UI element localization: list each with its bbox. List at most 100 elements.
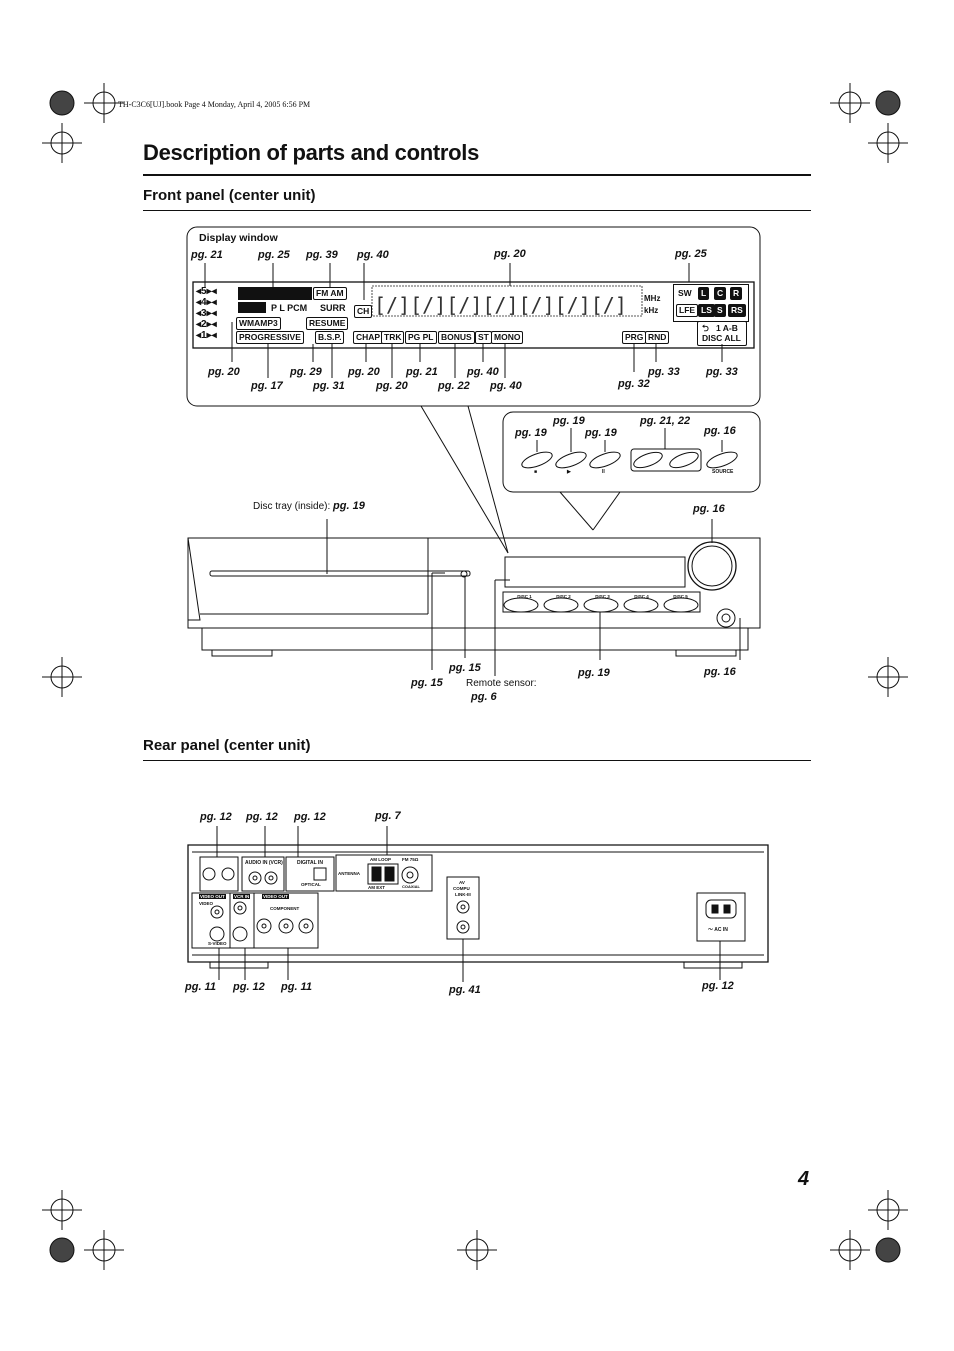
- disc-button-5[interactable]: DISC 5: [673, 594, 688, 599]
- play-icon: ▶: [567, 469, 571, 475]
- repeat-icon: ⮌: [702, 323, 709, 333]
- ind-st: ST: [475, 331, 492, 344]
- ind-fm-am: FM AM: [313, 287, 347, 300]
- ind-prg: PRG: [622, 331, 647, 344]
- ind-r: R: [730, 287, 743, 300]
- display-bref-3: pg. 29: [290, 366, 322, 378]
- disc-button-labels: DISC 1 DISC 2 DISC 3 DISC 4 DISC 5: [505, 594, 700, 599]
- disc-buttons-art: [502, 591, 701, 613]
- rear-ac-in-label: ～ AC IN: [708, 927, 728, 933]
- eject-ref-1: pg. 15: [411, 677, 443, 689]
- rear-optical-label: OPTICAL: [301, 882, 321, 887]
- rear-vcr-in-label: VCR IN: [233, 894, 251, 899]
- rear-ref-1: pg. 12: [200, 811, 232, 823]
- disc-num-5: 5: [201, 286, 207, 297]
- button-ref-stop: pg. 19: [515, 427, 547, 439]
- ind-rnd: RND: [645, 331, 670, 344]
- ind-mhz: MHz: [644, 294, 661, 303]
- disc-indicator-column: ◂5▸◂ ◂4▸◂ ◂3▸◂ ◂2▸◂ ◂1▸◂: [196, 286, 217, 341]
- display-bref-11: pg. 32: [618, 378, 650, 390]
- rear-link-label: LINK-III: [455, 892, 471, 897]
- disc-button-3[interactable]: DISC 3: [595, 594, 610, 599]
- rear-rule: [143, 760, 811, 761]
- ind-disc-all: DISC ALL: [702, 333, 741, 343]
- ind-ls: LS: [698, 304, 715, 317]
- disc-button-1[interactable]: DISC 1: [517, 594, 532, 599]
- ind-c: C: [714, 287, 727, 300]
- phones-ref: pg. 16: [704, 666, 736, 678]
- disc-num-3: 3: [201, 308, 207, 319]
- rear-component-label: COMPONENT: [270, 906, 300, 911]
- stop-icon: ■: [534, 469, 538, 475]
- rear-fm-label: FM 75Ω: [402, 857, 419, 862]
- rear-video-out2-label: VIDEO OUT: [262, 894, 289, 899]
- button-ref-source: pg. 16: [704, 425, 736, 437]
- book-slug: TH-C3C6[UJ].book Page 4 Monday, April 4,…: [118, 100, 311, 109]
- ind-rs: RS: [728, 304, 746, 317]
- display-ref-1: pg. 21: [191, 249, 223, 261]
- ind-ab: 1 A-B: [716, 323, 738, 333]
- source-label: SOURCE: [712, 469, 734, 475]
- disc-tray-ref: pg. 19: [333, 500, 365, 512]
- section-front-heading: Front panel (center unit): [143, 187, 316, 204]
- disc-buttons-ref: pg. 19: [578, 667, 610, 679]
- display-bref-13: pg. 33: [706, 366, 738, 378]
- disc-button-4[interactable]: DISC 4: [634, 594, 649, 599]
- disc-button-2[interactable]: DISC 2: [556, 594, 571, 599]
- title-rule: [143, 174, 811, 176]
- page-number: 4: [798, 1168, 810, 1190]
- display-bref-12: pg. 33: [648, 366, 680, 378]
- rear-av-label: AV: [459, 880, 465, 885]
- display-ref-3: pg. 39: [306, 249, 338, 261]
- eject-ref-2: pg. 15: [449, 662, 481, 674]
- rear-svideo-label: S-VIDEO: [208, 941, 227, 946]
- rear-ref-4: pg. 7: [375, 810, 401, 822]
- ind-progressive: PROGRESSIVE: [236, 331, 304, 344]
- display-bref-2: pg. 17: [251, 380, 283, 392]
- rear-bref-4: pg. 41: [449, 984, 481, 996]
- volume-ref: pg. 16: [693, 503, 725, 515]
- svg-text:[/][/][/][/][/][/][/]: [/][/][/][/][/][/][/]: [374, 293, 627, 317]
- remote-sensor-ref: pg. 6: [471, 691, 497, 703]
- display-ref-4: pg. 40: [357, 249, 389, 261]
- disc-num-2: 2: [201, 319, 207, 330]
- front-rule: [143, 210, 811, 211]
- dolby-logo-icon: [238, 287, 312, 300]
- ind-plpcm: P L PCM: [271, 303, 308, 313]
- display-bref-7: pg. 21: [406, 366, 438, 378]
- display-bref-8: pg. 22: [438, 380, 470, 392]
- ind-lfe: LFE: [676, 304, 699, 317]
- display-bref-1: pg. 20: [208, 366, 240, 378]
- ind-khz: kHz: [644, 306, 659, 315]
- pause-icon: II: [602, 469, 605, 475]
- ind-sw: SW: [678, 288, 692, 298]
- rear-ref-3: pg. 12: [294, 811, 326, 823]
- rear-audio-in-label: AUDIO IN (VCR): [245, 860, 283, 866]
- repeat-indicator-box: ⮌ 1 A-B DISC ALL: [697, 321, 747, 346]
- button-ref-pause: pg. 19: [585, 427, 617, 439]
- display-bref-9: pg. 40: [467, 366, 499, 378]
- rear-video-label: VIDEO: [199, 901, 214, 906]
- display-ref-5: pg. 20: [494, 248, 526, 260]
- rear-bref-1: pg. 11: [185, 981, 216, 993]
- rear-ref-2: pg. 12: [246, 811, 278, 823]
- display-window-label: Display window: [199, 232, 278, 244]
- registration-marks: [42, 83, 908, 1270]
- disc-num-4: 4: [201, 297, 207, 308]
- rear-digital-in-label: DIGITAL IN: [297, 860, 323, 866]
- ind-ch: CH: [354, 305, 373, 318]
- ind-bsp: B.S.P.: [315, 331, 345, 344]
- ind-s: S: [714, 304, 726, 317]
- ind-wmamp3: WMAMP3: [236, 317, 281, 330]
- disc-tray-label: Disc tray (inside): pg. 19: [253, 500, 365, 512]
- ind-mono: MONO: [491, 331, 524, 344]
- remote-sensor-label: Remote sensor:: [466, 678, 537, 689]
- rear-am-loop-label: AM LOOP: [370, 857, 391, 862]
- button-ref-tuning: pg. 21, 22: [640, 415, 691, 427]
- ind-bonus: BONUS: [438, 331, 475, 344]
- rear-compu-label: COMPU: [453, 886, 470, 891]
- display-bref-6: pg. 20: [376, 380, 408, 392]
- display-bref-4: pg. 31: [313, 380, 345, 392]
- disc-tray-text: Disc tray (inside):: [253, 501, 331, 512]
